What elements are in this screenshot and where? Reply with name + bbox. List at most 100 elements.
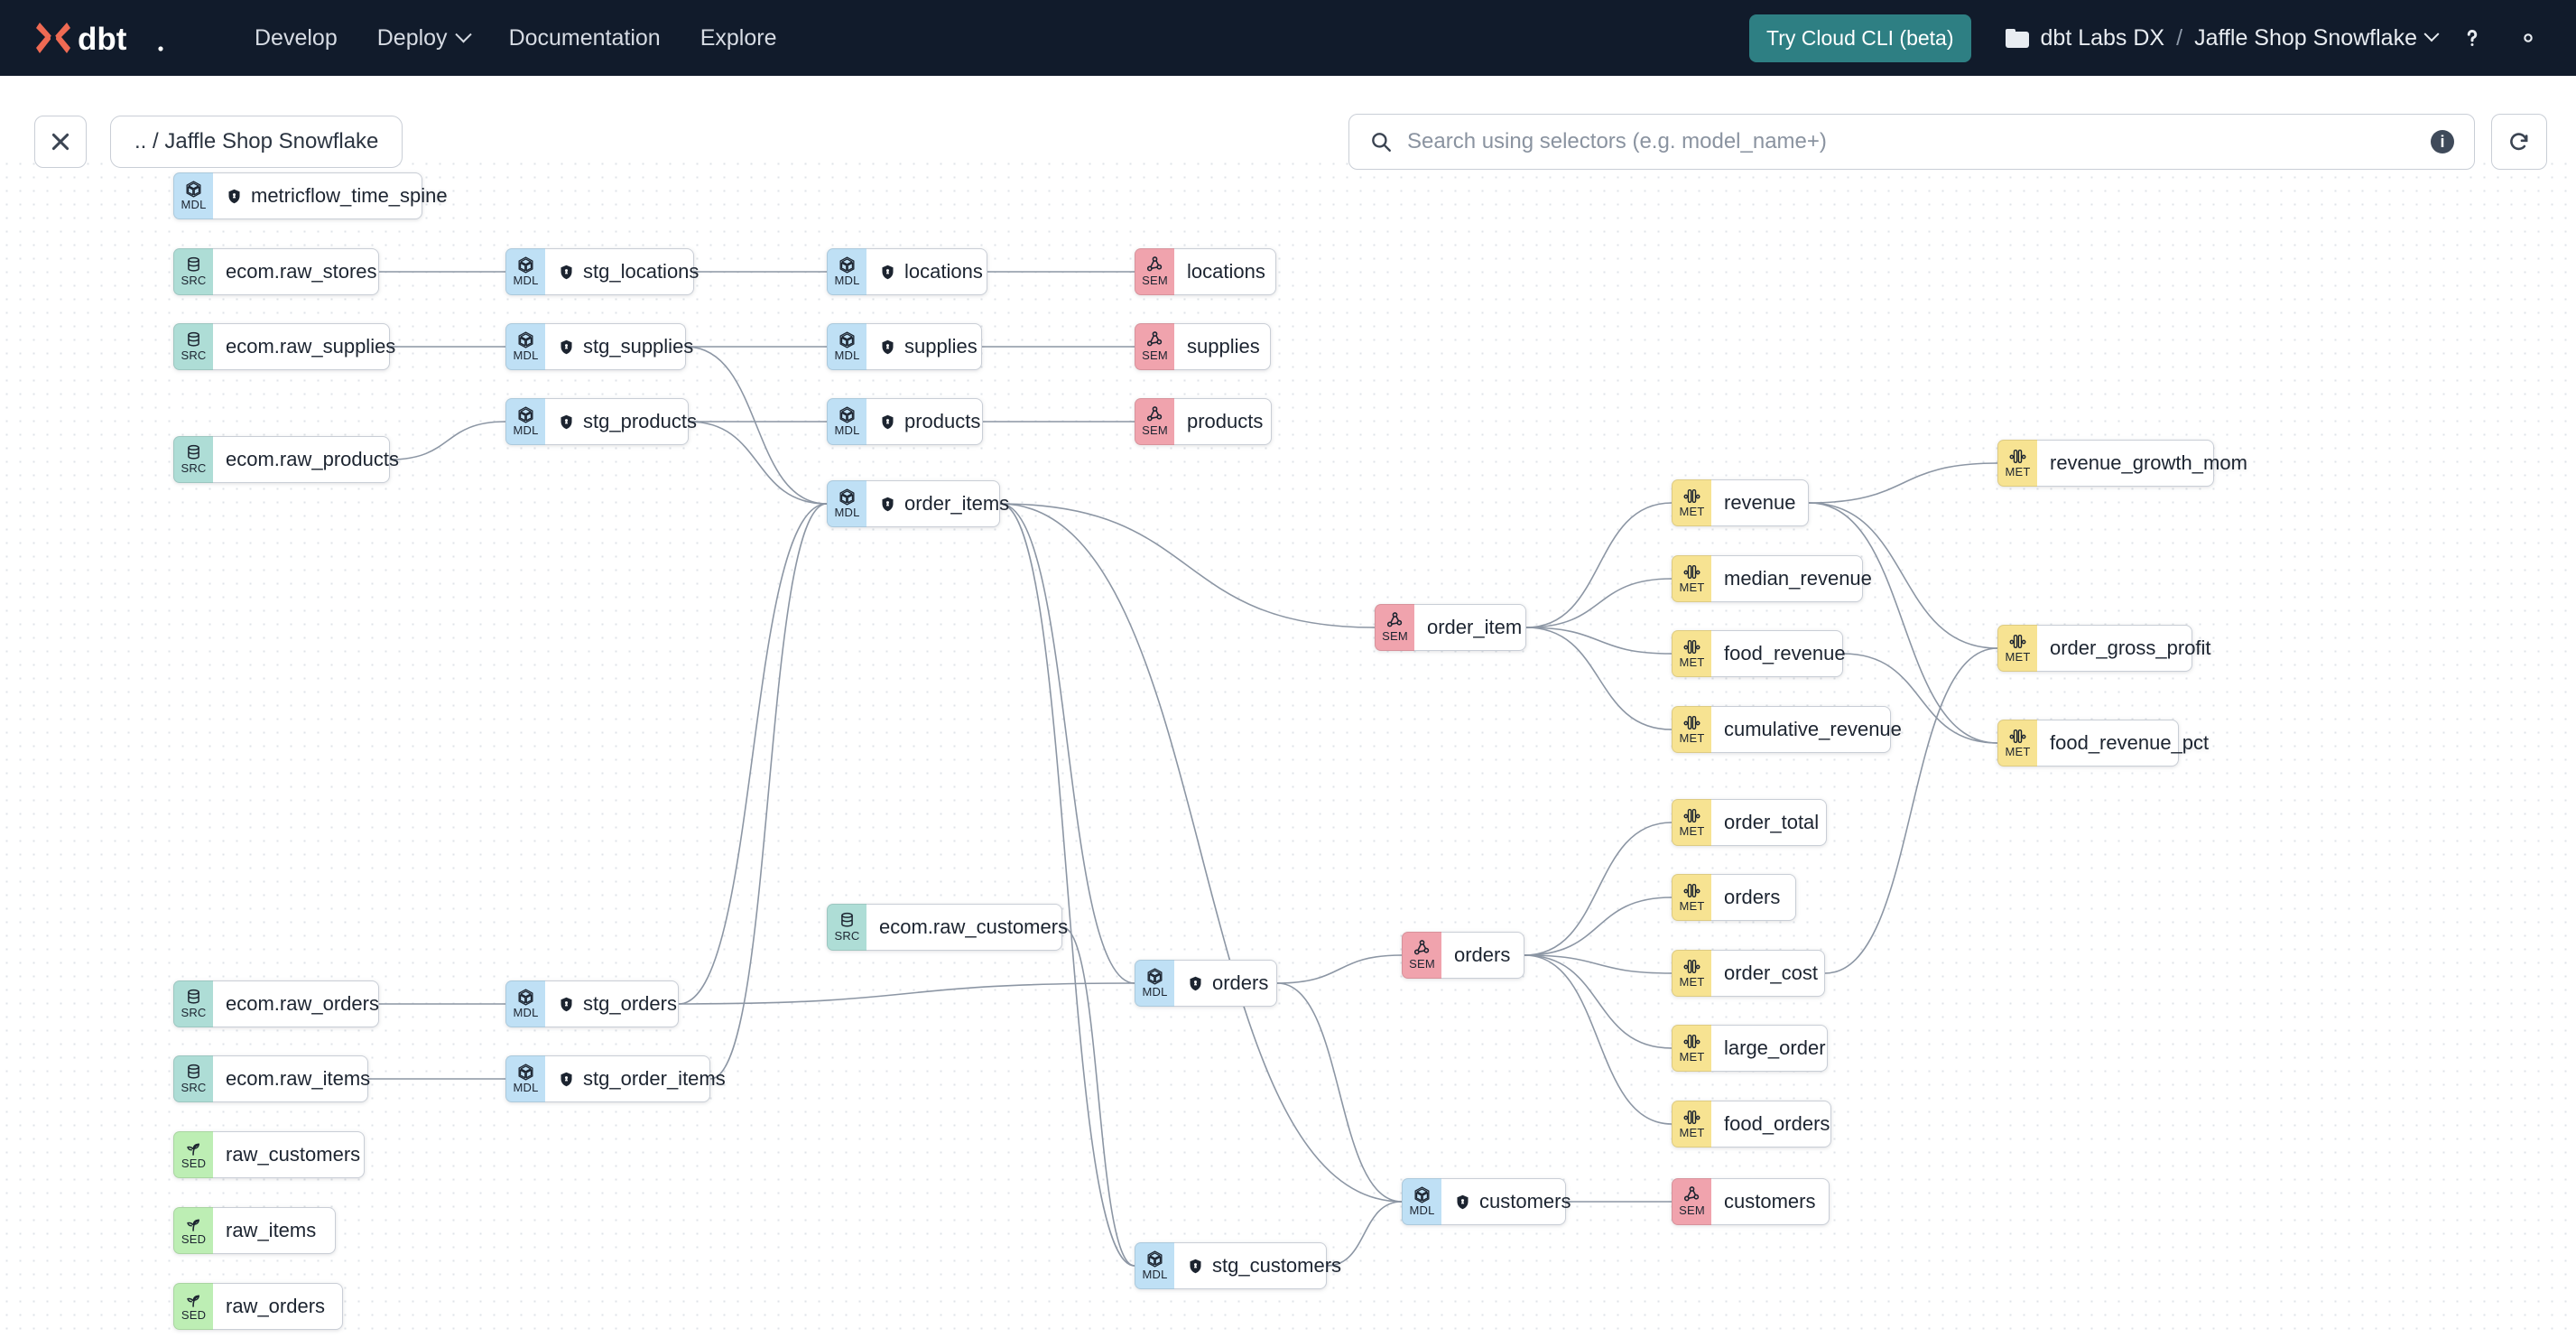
node-type-badge-sed: SED: [173, 1131, 213, 1178]
node-body: orders: [1711, 874, 1796, 921]
bar-chart-icon: [1682, 563, 1701, 581]
node-type-badge-met: MET: [1672, 706, 1711, 753]
cube-icon: [1413, 1186, 1432, 1204]
graph-node-orders_mdl[interactable]: MDL orders: [1135, 960, 1277, 1007]
breadcrumb-button[interactable]: .. / Jaffle Shop Snowflake: [110, 116, 403, 168]
top-navigation-bar: dbt Develop Deploy Documentation Explore…: [0, 0, 2576, 76]
node-body: stg_locations: [545, 248, 699, 295]
graph-node-products_sem[interactable]: SEM products: [1135, 398, 1272, 445]
dbt-logo-icon[interactable]: dbt: [34, 17, 179, 59]
info-icon[interactable]: i: [2431, 130, 2454, 153]
node-body: order_cost: [1711, 950, 1825, 997]
bar-chart-icon: [1682, 958, 1701, 976]
close-button[interactable]: [34, 116, 87, 168]
graph-node-stg_supplies[interactable]: MDL stg_supplies: [505, 323, 693, 370]
project-selector[interactable]: Jaffle Shop Snowflake: [2194, 25, 2440, 51]
try-cloud-cli-button[interactable]: Try Cloud CLI (beta): [1749, 14, 1971, 62]
node-type-badge-src: SRC: [173, 1055, 213, 1102]
node-type-code: MDL: [1142, 1268, 1168, 1281]
node-body: products: [1174, 398, 1272, 445]
lineage-edge: [1524, 954, 1673, 974]
node-type-badge-met: MET: [1672, 630, 1711, 677]
account-project-breadcrumb: dbt Labs DX / Jaffle Shop Snowflake: [2005, 24, 2440, 51]
nav-develop[interactable]: Develop: [235, 18, 357, 59]
node-type-code: SEM: [1142, 423, 1168, 437]
node-type-code: MET: [1679, 655, 1705, 669]
search-input[interactable]: [1407, 129, 2416, 154]
node-label: food_orders: [1724, 1112, 1830, 1135]
cube-icon: [1145, 968, 1164, 986]
nav-documentation[interactable]: Documentation: [489, 18, 681, 59]
node-label: stg_supplies: [583, 335, 694, 358]
node-type-badge-mdl: MDL: [827, 323, 866, 370]
bar-chart-icon: [1682, 488, 1701, 506]
chevron-down-icon: [454, 25, 472, 42]
node-type-code: SEM: [1142, 274, 1168, 287]
search-bar[interactable]: i: [1348, 114, 2475, 170]
account-name[interactable]: dbt Labs DX: [2040, 24, 2165, 51]
help-button[interactable]: [2451, 17, 2493, 59]
seedling-icon: [184, 1139, 203, 1157]
graph-node-cumulative_revenue[interactable]: MET cumulative_revenue: [1672, 706, 1902, 753]
cube-icon: [516, 331, 535, 349]
node-body: order_gross_profit: [2037, 625, 2211, 672]
settings-gear-button[interactable]: [2507, 17, 2549, 59]
refresh-button[interactable]: [2491, 114, 2547, 170]
node-type-badge-mdl: MDL: [505, 323, 545, 370]
node-label: stg_products: [583, 410, 697, 432]
node-type-code: MET: [1679, 581, 1705, 594]
node-label: raw_orders: [226, 1295, 326, 1317]
node-label: orders: [1212, 971, 1269, 994]
node-body: order_total: [1711, 799, 1827, 846]
nav-deploy[interactable]: Deploy: [357, 18, 489, 59]
node-body: ecom.raw_items: [213, 1055, 370, 1102]
node-label: cumulative_revenue: [1724, 718, 1902, 740]
shield-icon: [558, 339, 575, 356]
node-type-code: MDL: [513, 348, 539, 362]
node-label: ecom.raw_orders: [226, 992, 379, 1015]
node-body: food_revenue_pct: [2037, 720, 2209, 767]
node-type-badge-mdl: MDL: [1135, 960, 1174, 1007]
node-type-code: MDL: [513, 1081, 539, 1094]
nav-explore[interactable]: Explore: [681, 18, 797, 59]
shield-icon: [879, 496, 896, 513]
lineage-edges: [368, 271, 1998, 1267]
